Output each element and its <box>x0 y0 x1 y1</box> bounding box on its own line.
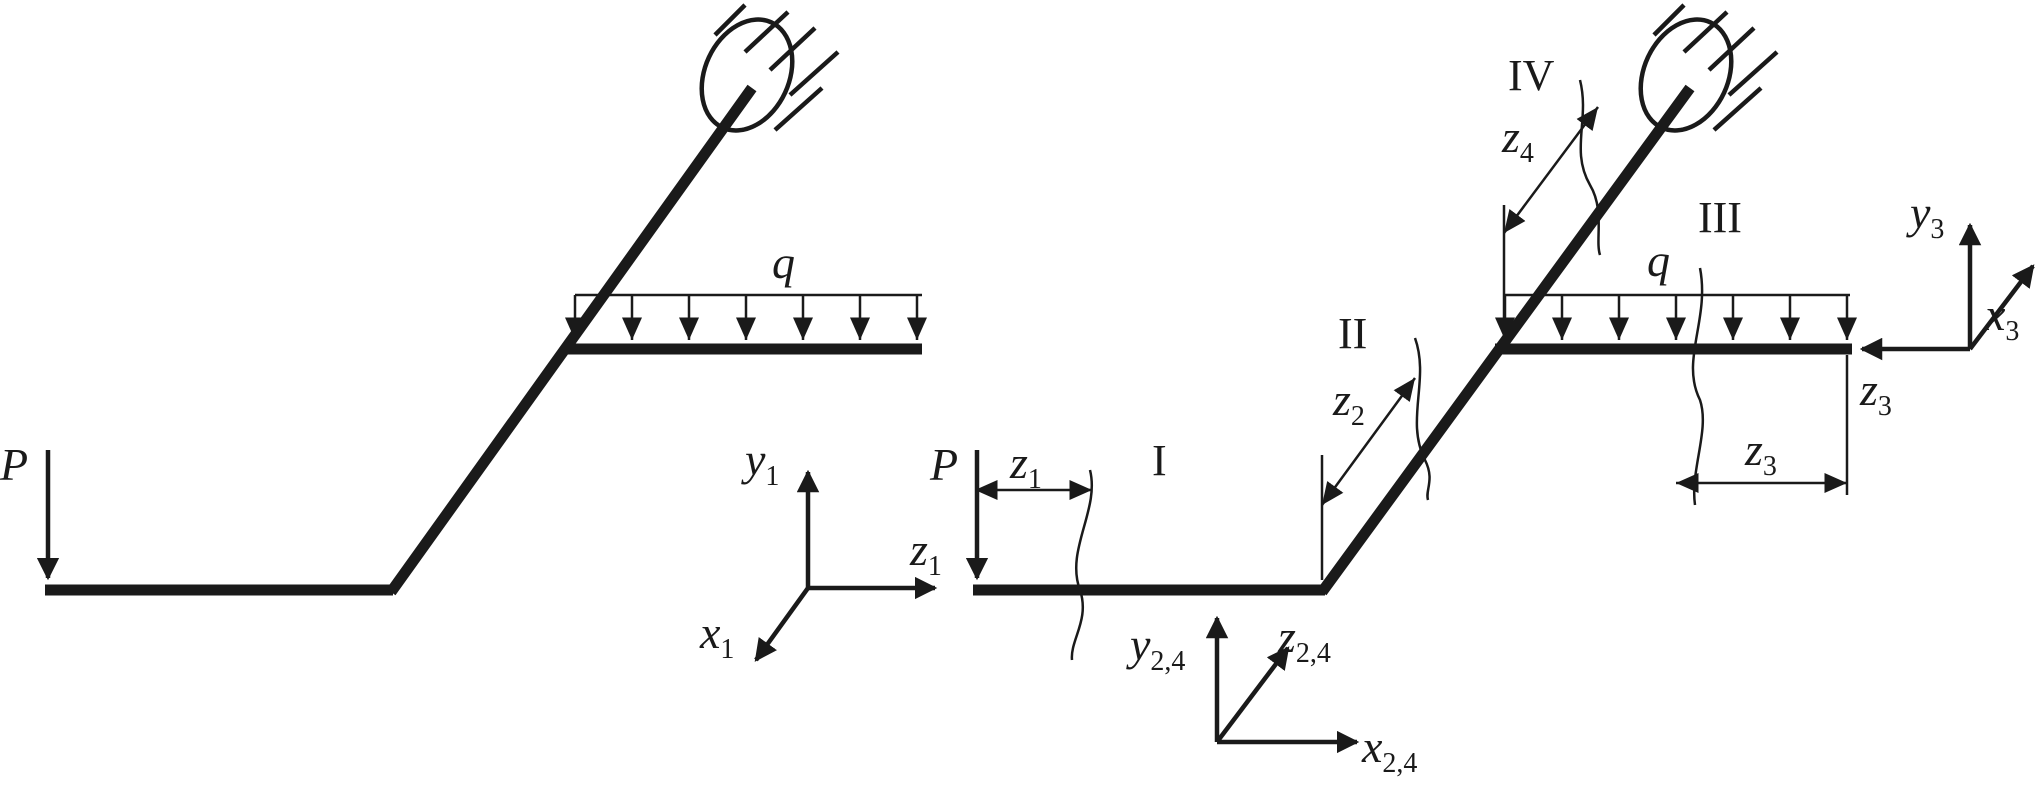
axes-2-4: y2,4 z2,4 x2,4 <box>1126 611 1417 779</box>
left-fixed-support <box>699 3 840 133</box>
axis-z1-label: z1 <box>909 524 942 582</box>
left-force-label: P <box>0 439 28 490</box>
svg-text:z1: z1 <box>1009 437 1042 495</box>
section-cut-I <box>1070 469 1093 661</box>
right-load-label: q <box>1647 235 1670 286</box>
section-label-II: II <box>1338 309 1367 358</box>
svg-text:z3: z3 <box>1744 424 1777 482</box>
right-distributed-load <box>1495 293 1857 340</box>
axes-1: y1 z1 x1 <box>699 434 942 665</box>
left-load-label: q <box>772 237 795 288</box>
section-label-IV: IV <box>1508 51 1555 100</box>
axis-y1-label: y1 <box>741 434 779 492</box>
dim-z1: z1 <box>975 437 1092 500</box>
axis-x1-label: x1 <box>699 607 734 665</box>
svg-text:z2: z2 <box>1332 374 1365 432</box>
right-frame: P q I II III IV z1 <box>929 3 1970 661</box>
left-distributed-load <box>565 293 927 340</box>
left-frame: P q <box>0 3 927 596</box>
section-label-I: I <box>1152 436 1167 485</box>
dim-z2: z2 <box>1320 374 1417 580</box>
axis-x3-label: x3 <box>1984 289 2019 347</box>
dim-z4: z4 <box>1501 106 1600 340</box>
dim-z3: z3 <box>1676 355 1849 495</box>
svg-text:z4: z4 <box>1501 111 1534 169</box>
section-cut-III <box>1691 267 1705 506</box>
right-force-label: P <box>929 439 958 490</box>
axes-3: y3 x3 <box>1906 187 2035 351</box>
axis-z24-label: z2,4 <box>1277 611 1331 669</box>
right-fixed-support <box>1638 3 1779 133</box>
axis-x24-label: x2,4 <box>1361 721 1417 779</box>
end-z3-label: z3 <box>1859 364 1892 422</box>
section-label-III: III <box>1698 193 1742 242</box>
axis-y3-label: y3 <box>1906 187 1944 245</box>
left-inclined-member <box>386 84 757 596</box>
axis-y24-label: y2,4 <box>1126 619 1185 677</box>
section-cut-II <box>1413 337 1431 501</box>
